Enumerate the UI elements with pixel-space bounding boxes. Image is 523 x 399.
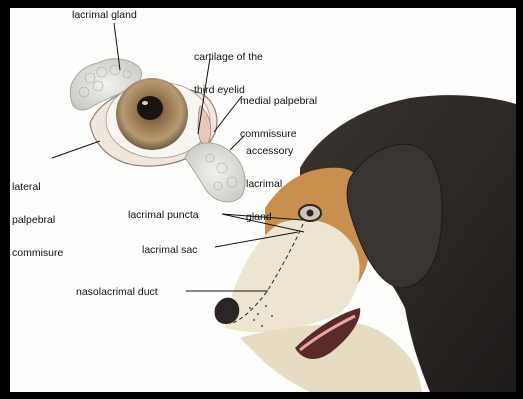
accessory-lacrimal-gland-shape <box>185 143 245 202</box>
label-accessory-lacrimal-gland: accessory lacrimal gland <box>246 124 293 245</box>
label-nasolacrimal-duct: nasolacrimal duct <box>76 287 158 298</box>
label-lacrimal-gland: lacrimal gland <box>72 10 137 21</box>
label-lacrimal-sac: lacrimal sac <box>142 245 197 256</box>
pupil-shape <box>137 96 163 120</box>
label-lateral-palpebral-commisure: lateral palpebral commisure <box>12 160 63 281</box>
illustration-panel: lacrimal gland cartilage of the third ey… <box>10 8 516 392</box>
label-lacrimal-puncta: lacrimal puncta <box>128 210 199 221</box>
